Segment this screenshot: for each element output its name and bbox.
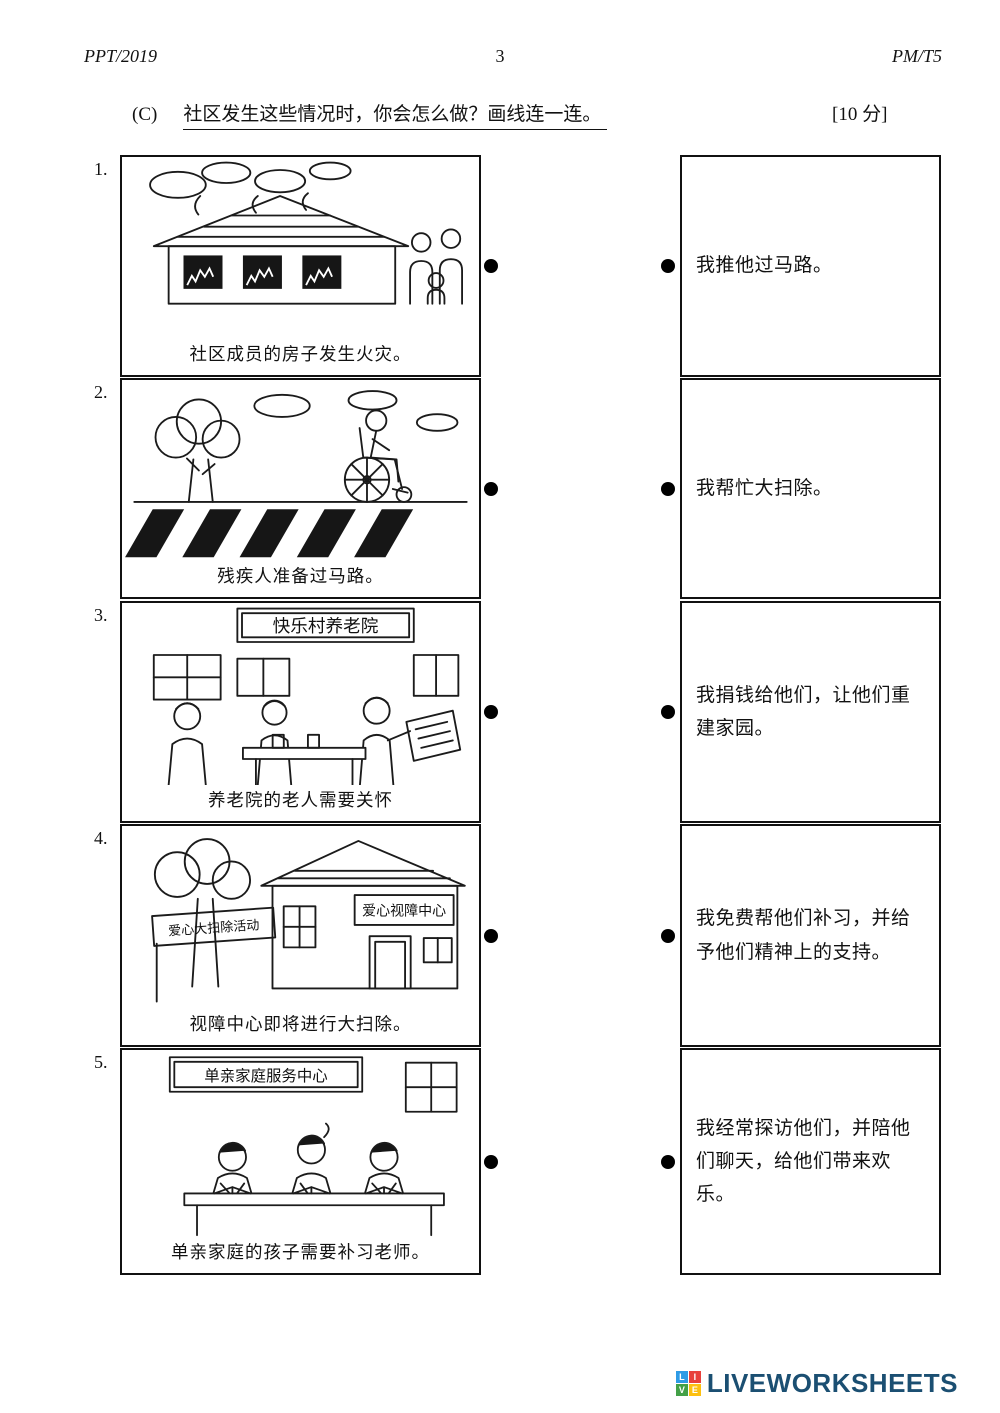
- situation-box-2: 残疾人准备过马路。: [120, 378, 481, 599]
- match-row-3: 3. 快乐村养老院: [0, 601, 1000, 823]
- fire-windows: [183, 255, 342, 289]
- table-with-cups: [242, 733, 367, 785]
- answer-box-1: 我推他过马路。: [680, 155, 941, 377]
- situation-caption-4: 视障中心即将进行大扫除。: [189, 1014, 412, 1034]
- service-centre-sign-text: 单亲家庭服务中心: [204, 1067, 327, 1085]
- item-number-5: 5.: [94, 1052, 108, 1072]
- situation-box-3: 快乐村养老院: [120, 601, 481, 823]
- zebra-crossing: [125, 509, 414, 558]
- situation-caption-3: 养老院的老人需要关怀: [208, 790, 393, 810]
- match-row-2: 2.: [0, 378, 1000, 599]
- answer-box-5: 我经常探访他们，并陪他们聊天，给他们带来欢乐。: [680, 1048, 941, 1275]
- family-group: [409, 228, 463, 305]
- connector-dot-left-4[interactable]: [484, 928, 498, 943]
- logo-letter-v: V: [675, 1384, 688, 1396]
- window: [404, 1061, 458, 1113]
- wheelchair-person: [343, 409, 413, 503]
- nursing-home-signboard: [236, 607, 415, 643]
- liveworksheets-grid-icon: L I V E: [675, 1371, 701, 1396]
- answer-text-2: 我帮忙大扫除。: [696, 477, 833, 499]
- situation-caption-5: 单亲家庭的孩子需要补习老师。: [171, 1242, 430, 1262]
- logo-letter-l: L: [675, 1371, 688, 1383]
- house-fire-illustration: [149, 161, 463, 305]
- studying-children: [212, 1122, 404, 1195]
- brand-text: LIVEWORKSHEETS: [706, 1368, 958, 1398]
- connector-dot-right-5[interactable]: [661, 1154, 675, 1169]
- nursing-home-illustration: 快乐村养老院: [152, 607, 462, 785]
- situation-caption-2: 残疾人准备过马路。: [217, 566, 384, 586]
- situation-caption-1: 社区成员的房子发生火灾。: [189, 344, 412, 364]
- answer-box-4: 我免费帮他们补习，并给予他们精神上的支持。: [680, 824, 941, 1047]
- wheelchair-crossing-illustration: [125, 390, 468, 558]
- item-number-3: 3.: [94, 605, 108, 625]
- connector-dot-right-2[interactable]: [661, 481, 675, 496]
- connector-dot-right-1[interactable]: [661, 259, 675, 273]
- connector-dot-left-1[interactable]: [484, 259, 498, 273]
- answer-text-5: 我经常探访他们，并陪他们聊天，给他们带来欢乐。: [696, 1117, 911, 1206]
- logo-letter-i: I: [688, 1371, 701, 1383]
- connector-dot-left-5[interactable]: [484, 1154, 498, 1169]
- answer-text-3: 我捐钱给他们，让他们重建家园。: [696, 684, 911, 739]
- situation-box-4: 爱心大扫除活动 爱心视障中心: [120, 824, 481, 1047]
- newspaper: [405, 709, 462, 762]
- elderly-men: [167, 696, 411, 785]
- item-number-4: 4.: [94, 828, 108, 848]
- desk-with-books: [183, 1186, 445, 1237]
- header-right: PM/T5: [891, 46, 942, 66]
- building-windows: [152, 654, 460, 701]
- question-label: (C): [132, 104, 158, 125]
- situation-box-1: 社区成员的房子发生火灾。: [120, 155, 481, 377]
- match-row-4: 4. 爱心大扫除活动: [0, 824, 1000, 1047]
- logo-letter-e: E: [688, 1384, 701, 1396]
- centre-sign-text: 爱心视障中心: [362, 904, 446, 920]
- connector-dot-right-3[interactable]: [661, 705, 675, 719]
- blind-centre-illustration: 爱心大扫除活动 爱心视障中心: [151, 838, 466, 1003]
- item-number-2: 2.: [94, 382, 108, 402]
- smoke-clouds: [149, 161, 352, 216]
- match-row-1: 1.: [0, 155, 1000, 377]
- connector-dot-left-2[interactable]: [484, 481, 498, 496]
- answer-text-1: 我推他过马路。: [696, 255, 833, 277]
- banner-text: 爱心大扫除活动: [168, 917, 260, 938]
- connector-dot-left-3[interactable]: [484, 705, 498, 719]
- answer-box-2: 我帮忙大扫除。: [680, 378, 941, 599]
- header-left: PPT/2019: [84, 46, 158, 66]
- answer-box-3: 我捐钱给他们，让他们重建家园。: [680, 601, 941, 823]
- centre-building: [260, 840, 466, 990]
- tree: [154, 398, 241, 503]
- match-row-5: 5. 单亲家庭服务中心: [0, 1048, 1000, 1275]
- nursing-home-sign-text: 快乐村养老院: [273, 616, 379, 636]
- answer-text-4: 我免费帮他们补习，并给予他们精神上的支持。: [696, 908, 911, 963]
- page-number: 3: [495, 46, 505, 66]
- tuition-kids-illustration: 单亲家庭服务中心: [168, 1056, 458, 1237]
- question-text: 社区发生这些情况时，你会怎么做？画线连一连。: [183, 99, 608, 130]
- liveworksheets-logo[interactable]: L I V E LIVEWORKSHEETS: [675, 1368, 958, 1399]
- burning-house: [152, 195, 410, 305]
- connector-dot-right-4[interactable]: [661, 928, 675, 943]
- item-number-1: 1.: [94, 159, 108, 179]
- service-centre-signboard: [168, 1056, 364, 1093]
- banner: 爱心大扫除活动: [151, 906, 277, 947]
- question-marks: [10 分]: [832, 104, 888, 125]
- situation-box-5: 单亲家庭服务中心: [120, 1048, 481, 1275]
- question-line: (C) 社区发生这些情况时，你会怎么做？画线连一连。: [132, 99, 608, 130]
- clouds: [253, 390, 459, 432]
